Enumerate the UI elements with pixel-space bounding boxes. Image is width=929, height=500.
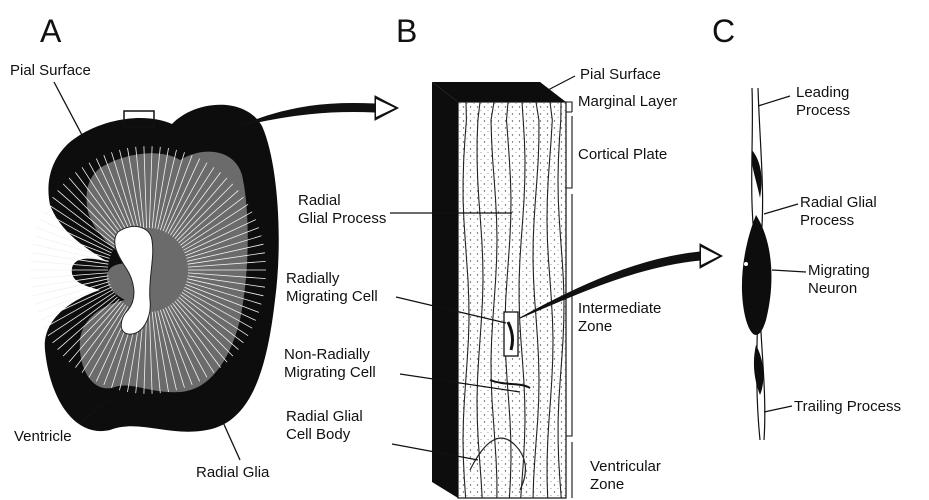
label-b-pial-surface: Pial Surface [580,66,661,84]
label-c-trailing-process: Trailing Process [794,398,901,416]
label-a-radial-glia: Radial Glia [196,464,269,482]
label-c-leading-process: Leading Process [796,84,850,120]
panel-c-letter: C [712,14,735,48]
zone-bracket [566,102,572,498]
panel-a-letter: A [40,14,61,48]
label-c-migrating-neuron: Migrating Neuron [808,262,870,298]
leading-process-swelling [752,150,762,198]
label-b-radial-glial-cell-body: Radial Glial Cell Body [286,408,363,444]
label-b-intermediate-zone: Intermediate Zone [578,300,661,336]
migrating-neuron-soma [742,215,772,335]
label-b-ventricular-zone: Ventricular Zone [590,458,661,494]
neuron-nucleus [744,262,748,266]
label-c-radial-glial-process: Radial Glial Process [800,194,877,230]
label-a-ventricle: Ventricle [14,428,72,446]
label-b-cortical-plate: Cortical Plate [578,146,667,164]
panel-b-cortical-column [390,76,575,500]
panel-a-brain-section [30,82,279,460]
label-a-pial-surface: Pial Surface [10,62,91,80]
label-b-radial-glial-process: Radial Glial Process [298,192,386,228]
label-b-marginal-layer: Marginal Layer [578,93,677,111]
arrow-a-to-b [240,96,398,126]
label-b-radially-migrating-cell: Radially Migrating Cell [286,270,378,306]
panel-c-migrating-neuron [742,88,806,440]
panel-b-letter: B [396,14,417,48]
label-b-non-radially-migrating-cell: Non-Radially Migrating Cell [284,346,376,382]
column-side-face [432,82,458,498]
